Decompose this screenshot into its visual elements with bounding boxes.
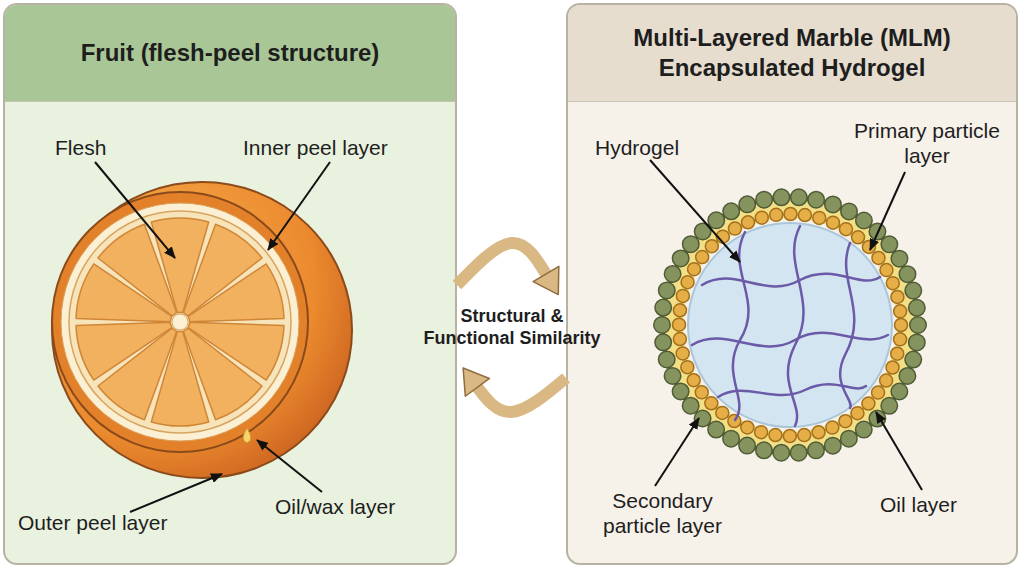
- panel-title: Multi-Layered Marble (MLM) Encapsulated …: [568, 5, 1016, 102]
- similarity-arrow: [475, 378, 566, 412]
- similarity-arrow: [457, 243, 548, 285]
- panel-box: Multi-Layered Marble (MLM) Encapsulated …: [566, 3, 1018, 565]
- panel-title: Fruit (flesh-peel structure): [5, 5, 455, 102]
- panel-box: Fruit (flesh-peel structure): [3, 3, 457, 565]
